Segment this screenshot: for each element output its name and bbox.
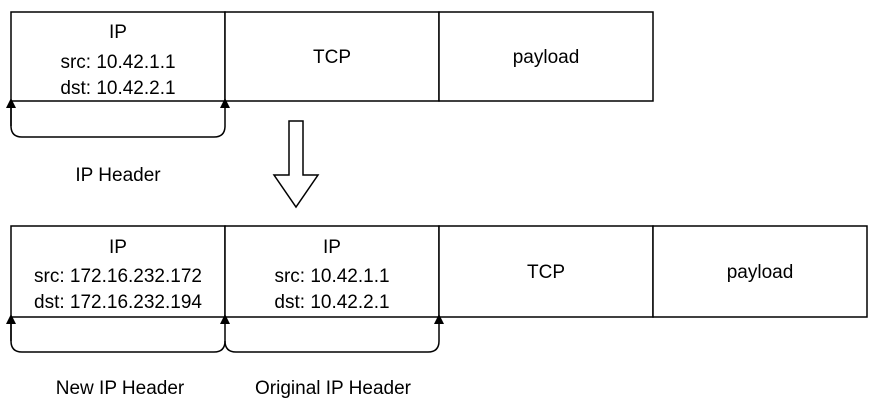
new-ip-header-bracket (10, 314, 230, 353)
bottom-new-ip-title: IP (109, 237, 127, 258)
bottom-orig-ip-title: IP (323, 237, 341, 258)
bottom-payload-cell (652, 225, 868, 318)
top-ip-header-bracket (10, 98, 230, 138)
top-ip-header-label: IP Header (75, 165, 161, 186)
top-tcp-cell (224, 11, 440, 102)
top-payload-label: payload (513, 47, 580, 68)
top-ip-title: IP (109, 22, 127, 43)
bottom-orig-ip-src: src: 10.42.1.1 (274, 266, 389, 287)
top-packet: IP src: 10.42.1.1 dst: 10.42.2.1 TCP pay… (6, 11, 654, 186)
orig-ip-header-label: Original IP Header (255, 378, 412, 399)
top-ip-cell (10, 11, 226, 102)
bottom-tcp-cell (438, 225, 654, 318)
bottom-orig-ip-dst: dst: 10.42.2.1 (274, 292, 389, 313)
top-payload-cell (438, 11, 654, 102)
transform-arrow (272, 120, 320, 209)
bottom-new-ip-dst: dst: 172.16.232.194 (34, 292, 202, 313)
bottom-new-ip-src: src: 172.16.232.172 (34, 266, 202, 287)
bottom-payload-label: payload (727, 262, 794, 283)
new-ip-header-label: New IP Header (56, 378, 185, 399)
bottom-tcp-label: TCP (527, 262, 565, 283)
top-ip-dst: dst: 10.42.2.1 (60, 78, 175, 99)
orig-ip-header-bracket (224, 314, 444, 353)
top-tcp-label: TCP (313, 47, 351, 68)
bottom-packet: IP src: 172.16.232.172 dst: 172.16.232.1… (6, 225, 868, 399)
top-ip-src: src: 10.42.1.1 (60, 52, 175, 73)
